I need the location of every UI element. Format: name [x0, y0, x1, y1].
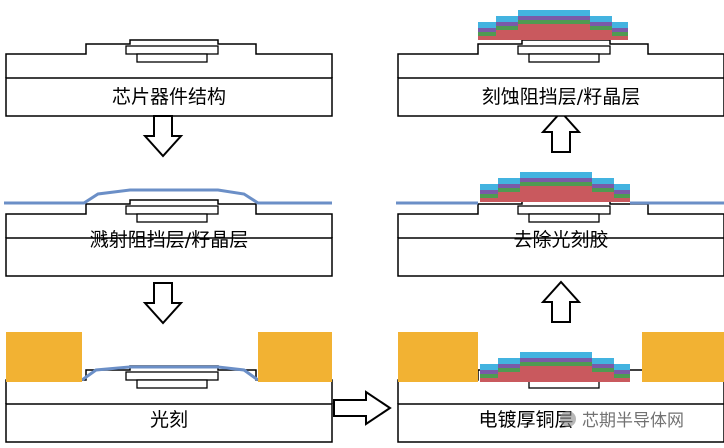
barrier-layer [81, 365, 259, 382]
watermark-text: 芯期半导体网 [582, 411, 684, 431]
step-label-plate: 电镀厚铜层 [478, 409, 573, 431]
photoresist-block-left [6, 332, 82, 382]
step-chip-structure: 芯片器件结构 [5, 39, 333, 117]
step-electroplate: 电镀厚铜层 芯期半导体网 [397, 332, 724, 443]
watermark: 芯期半导体网 [560, 411, 684, 431]
step-label-chip: 芯片器件结构 [112, 86, 226, 108]
step-label-sputter: 溅射阻挡层/籽晶层 [90, 229, 248, 251]
step-sputter: 溅射阻挡层/籽晶层 [4, 188, 333, 277]
arrow-right-icon [333, 391, 391, 425]
arrow-up-icon [542, 111, 580, 153]
step-etch: 刻蚀阻挡层/籽晶层 [397, 10, 724, 117]
barrier-layer [4, 188, 332, 205]
step-lithography: 光刻 [5, 332, 333, 443]
arrow-up-icon [542, 281, 580, 323]
photoresist-block-right [642, 332, 724, 382]
step-label-litho: 光刻 [150, 409, 188, 431]
wechat-icon [560, 411, 576, 427]
arrow-down-icon [144, 282, 182, 324]
photoresist-block-right [258, 332, 332, 382]
photoresist-block-left [398, 332, 478, 382]
step-strip-resist: 去除光刻胶 [396, 172, 724, 277]
step-label-strip: 去除光刻胶 [513, 229, 608, 251]
step-label-etch: 刻蚀阻挡层/籽晶层 [482, 86, 640, 108]
arrow-down-icon [144, 115, 182, 157]
